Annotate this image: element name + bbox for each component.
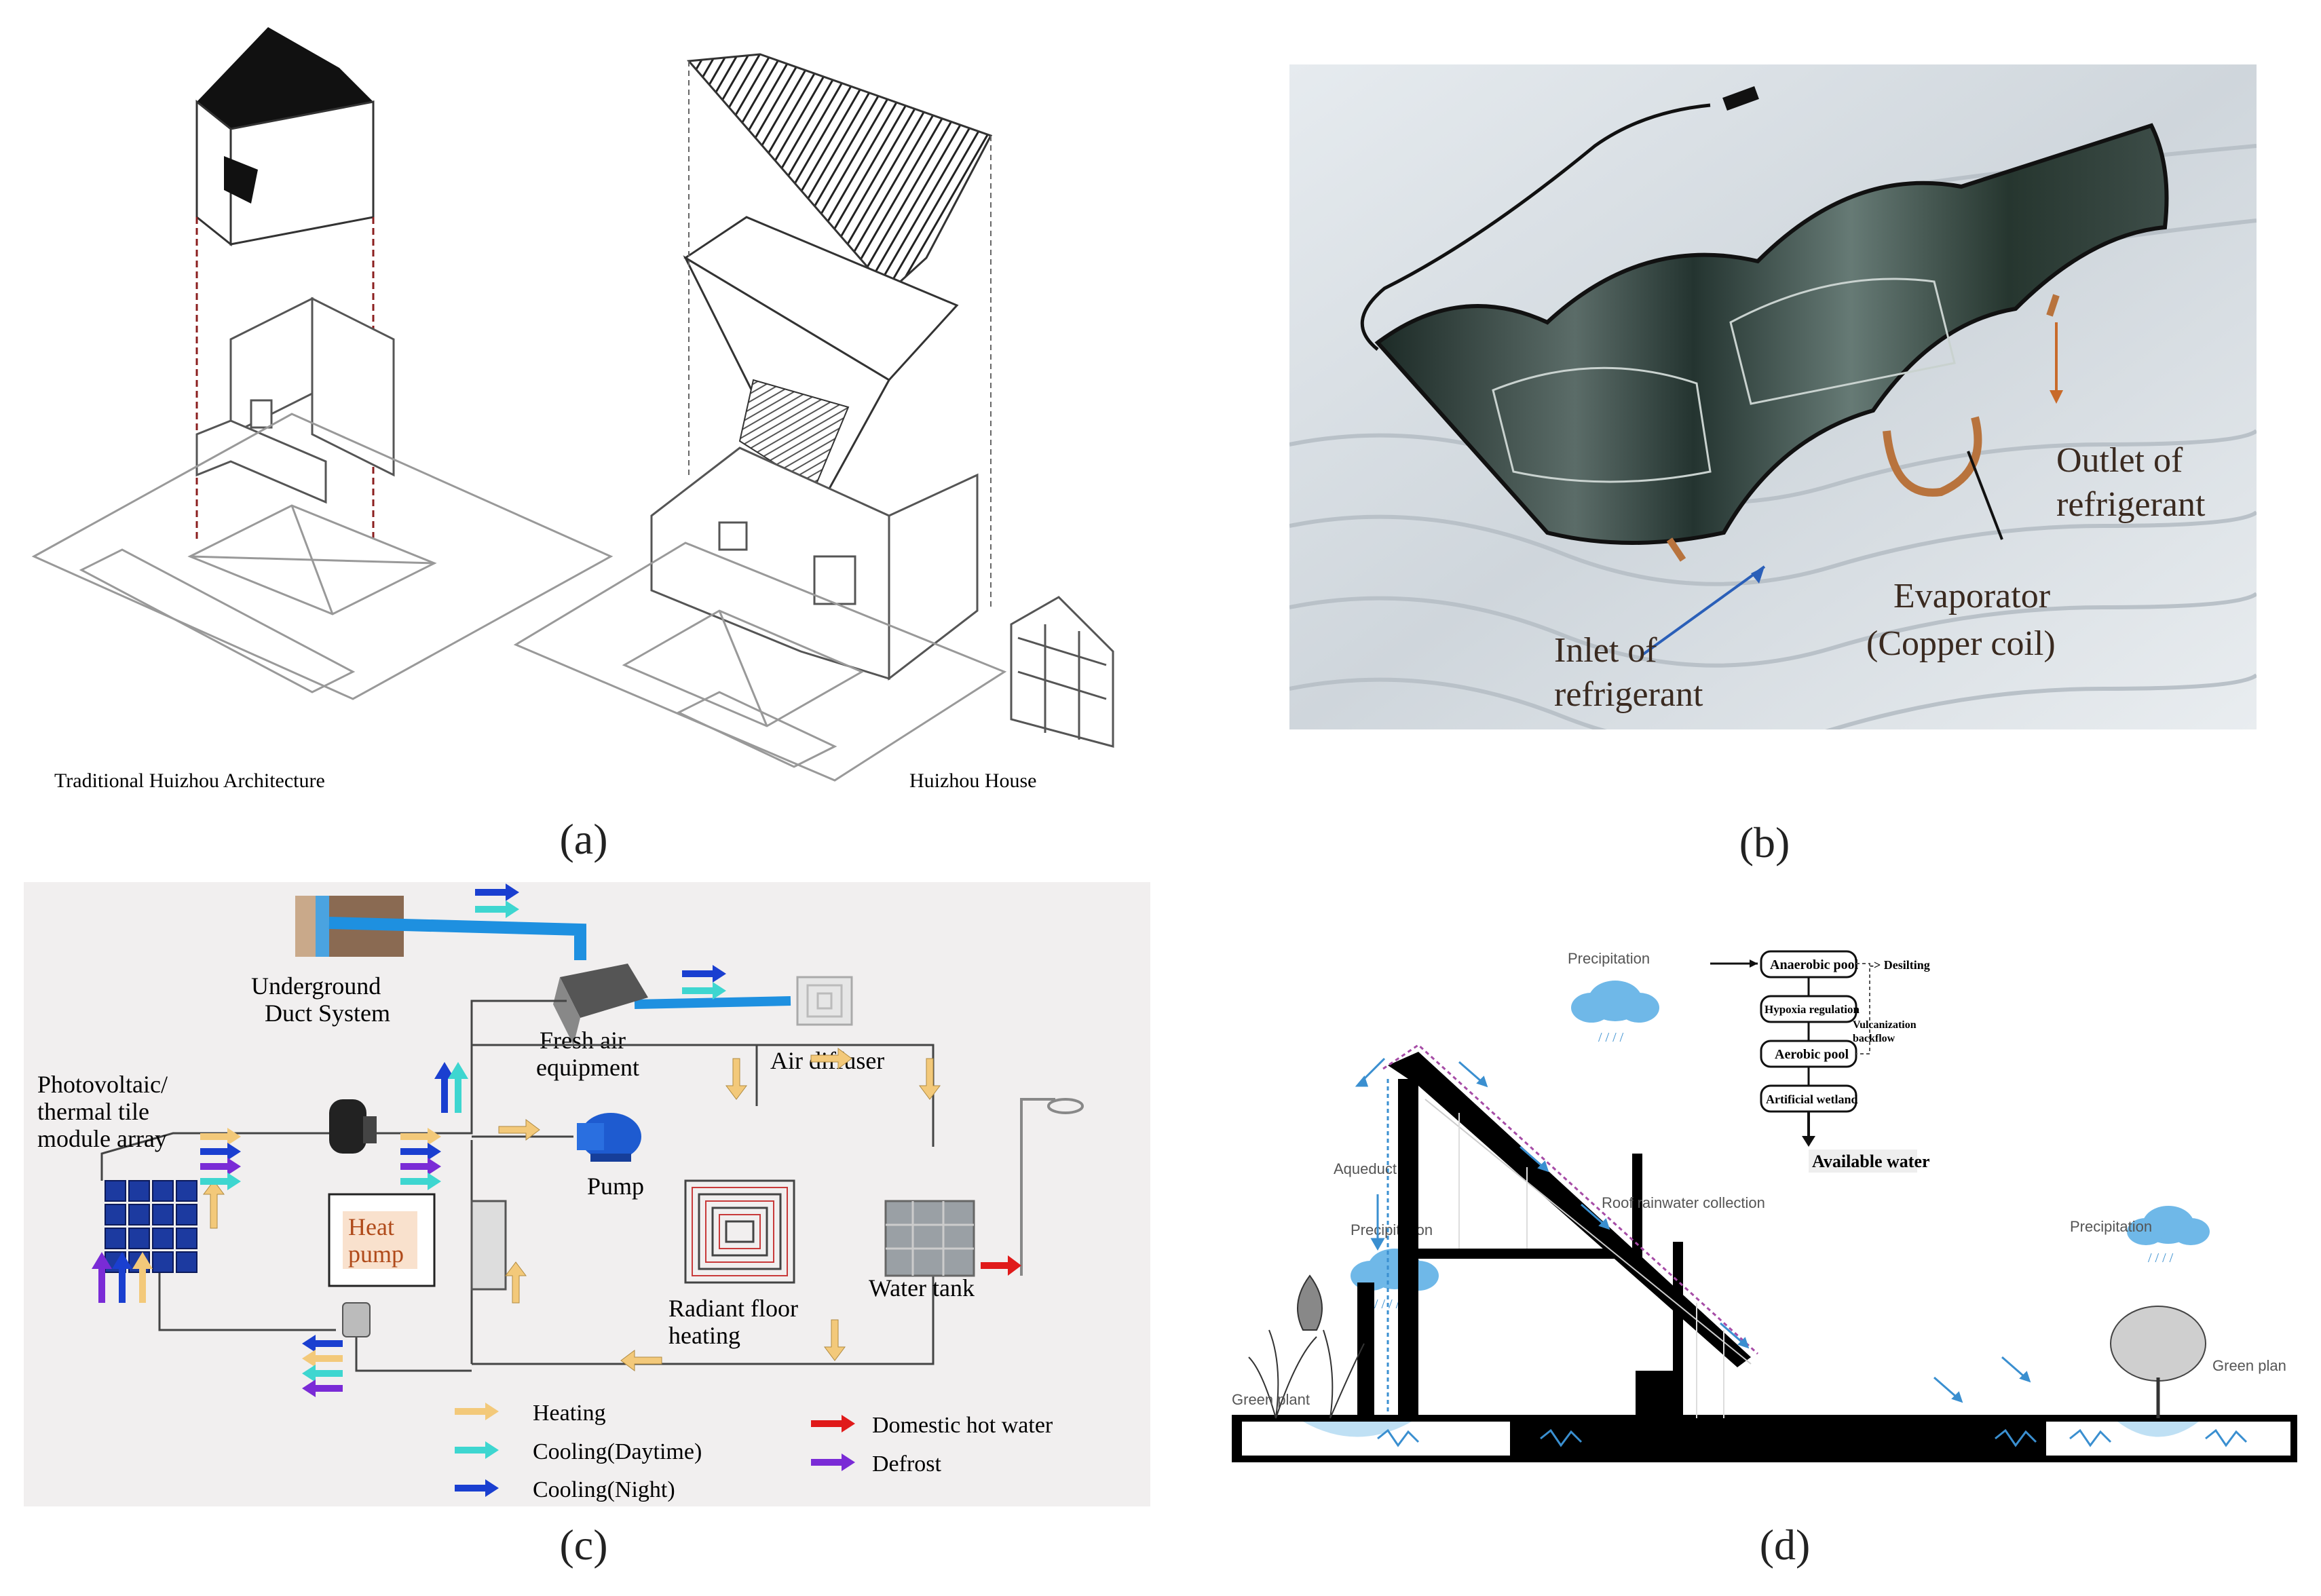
evaporator-label-line2: (Copper coil)	[1866, 624, 2056, 663]
available-water-label: Available water	[1812, 1152, 1930, 1171]
heat-pump-label-2: pump	[348, 1240, 404, 1268]
panel-b: Outlet of refrigerant Evaporator (Copper…	[1289, 64, 2258, 867]
outlet-label-line1: Outlet of	[2056, 441, 2183, 480]
caption-huizhou-house: Huizhou House	[909, 770, 1036, 792]
heating-flow-arrows	[203, 1048, 941, 1371]
aerobic-label: Aerobic pool	[1775, 1047, 1849, 1062]
panel-d: / / / / Precipitation / / / / Precipitat…	[1222, 923, 2307, 1569]
copper-coil	[1883, 416, 1982, 497]
traditional-courtyard	[31, 413, 614, 700]
svg-text:/ / / /: / / / /	[2148, 1251, 2174, 1266]
water-tank-label: Water tank	[869, 1274, 975, 1302]
fresh-air-label-2: equipment	[536, 1054, 639, 1081]
cloud-icon-top: / / / /	[1571, 981, 1659, 1045]
wetland-label: Artificial wetland	[1766, 1092, 1857, 1106]
panel-c-label: (c)	[559, 1521, 608, 1569]
panel-b-label: (b)	[1739, 818, 1790, 867]
water-tank	[884, 1200, 975, 1277]
pv-label-2: thermal tile	[37, 1098, 149, 1125]
hvac-system-diagram: Underground Duct System Fresh air equipm…	[24, 882, 1150, 1506]
legend-defrost: Defrost	[872, 1451, 942, 1477]
huizhou-house-roof	[683, 53, 993, 518]
caption-traditional: Traditional Huizhou Architecture	[54, 770, 325, 792]
huizhou-architecture-drawing: Traditional Huizhou Architecture	[31, 27, 1114, 792]
precip-right-label: Precipitation	[2070, 1218, 2152, 1235]
pv-label-3: module array	[37, 1125, 167, 1152]
tree-right	[2110, 1306, 2206, 1418]
desilting-label: -> Desilting	[1870, 958, 1930, 972]
hot-water-arrow	[981, 1255, 1021, 1276]
huizhou-house-walls	[650, 446, 1114, 748]
pv-label-1: Photovoltaic/	[37, 1071, 168, 1098]
legend-cooling-night-arrow	[455, 1479, 499, 1497]
pv-tile-array	[105, 1180, 197, 1273]
heat-pump-label-1: Heat	[348, 1213, 394, 1240]
pv-out-flow-arrows	[200, 1128, 441, 1190]
evaporator-label-line1: Evaporator	[1893, 577, 2050, 615]
radiant-label-1: Radiant floor	[668, 1295, 798, 1322]
underground-label-2: Duct System	[265, 1000, 390, 1027]
solar-tile-photo: Outlet of refrigerant Evaporator (Copper…	[1289, 64, 2258, 749]
duct-to-fresh-air	[328, 917, 586, 960]
legend-heating: Heating	[533, 1401, 606, 1426]
return-flow-arrows	[302, 1335, 343, 1397]
precip-left-label: Precipitation	[1351, 1221, 1433, 1238]
panel-a: Traditional Huizhou Architecture	[0, 0, 1174, 863]
panel-a-label: (a)	[559, 815, 608, 863]
building-section	[1357, 1052, 1752, 1418]
inlet-label-line1: Inlet of	[1554, 631, 1657, 670]
legend-defrost-arrow	[811, 1454, 855, 1471]
duct-flow-arrows	[475, 884, 726, 1000]
traditional-walls	[195, 297, 395, 504]
fresh-air-label-1: Fresh air	[540, 1027, 626, 1054]
compressor	[329, 1099, 377, 1154]
solar-tile	[1374, 123, 2169, 545]
legend-cooling-day-arrow	[455, 1441, 499, 1459]
svg-text:/ / / /: / / / /	[1598, 1030, 1624, 1045]
legend-cooling-night: Cooling(Night)	[533, 1477, 675, 1502]
panel-d-label: (d)	[1759, 1521, 1811, 1569]
vulcanization-label-1: Vulcanization	[1853, 1019, 1917, 1031]
hypoxia-label: Hypoxia regulation	[1765, 1003, 1860, 1016]
legend: Heating Cooling(Daytime) Cooling(Night) …	[455, 1401, 1053, 1502]
treatment-flowchart: Anaerobic pool -> Desilting Hypoxia regu…	[1710, 950, 1930, 1173]
cloud-icon-right: / / / /	[2127, 1206, 2210, 1266]
inlet-arrow	[1641, 565, 1766, 656]
green-plant-right-label: Green plan	[2212, 1357, 2286, 1374]
radiant-label-2: heating	[668, 1322, 740, 1349]
green-plant-left-label: Green plant	[1232, 1391, 1310, 1408]
legend-hot-water-arrow	[811, 1415, 855, 1432]
shower	[1020, 1098, 1084, 1276]
evaporator-pointer	[1967, 451, 2003, 540]
legend-cooling-day: Cooling(Daytime)	[533, 1439, 702, 1464]
pump-label: Pump	[587, 1173, 644, 1200]
traditional-roof	[195, 27, 375, 247]
anaerobic-label: Anaerobic pool	[1770, 957, 1859, 972]
rainwater-section-diagram: / / / / Precipitation / / / / Precipitat…	[1232, 950, 2297, 1462]
duct-to-diffuser	[634, 996, 791, 1009]
expansion-valve	[342, 1302, 371, 1337]
legend-heating-arrow	[455, 1403, 499, 1420]
inlet-label-line2: refrigerant	[1554, 675, 1703, 714]
radiant-floor-coil	[684, 1179, 795, 1284]
air-diffuser	[796, 976, 853, 1026]
fresh-air-equipment	[553, 964, 648, 1045]
roof-collection-label: Roof rainwater collection	[1602, 1194, 1765, 1211]
vertical-flow-arrows	[92, 1062, 468, 1303]
huizhou-courtyard	[513, 542, 1007, 782]
background-roof-tiles	[1289, 144, 2258, 749]
panel-c: Underground Duct System Fresh air equipm…	[24, 882, 1150, 1569]
rain-flow-arrows	[1355, 1057, 2031, 1403]
heat-exchanger	[470, 1200, 507, 1291]
tile-cable	[1360, 103, 1711, 351]
vulcanization-label-2: backflow	[1853, 1033, 1895, 1044]
outlet-label-line2: refrigerant	[2056, 485, 2206, 524]
underground-label-1: Underground	[251, 972, 381, 1000]
precip-top-label: Precipitation	[1568, 950, 1650, 967]
legend-hot-water: Domestic hot water	[872, 1413, 1053, 1438]
aqueduct-label: Aqueduct	[1334, 1160, 1397, 1177]
plant-left	[1248, 1274, 1365, 1419]
pump	[577, 1113, 641, 1162]
